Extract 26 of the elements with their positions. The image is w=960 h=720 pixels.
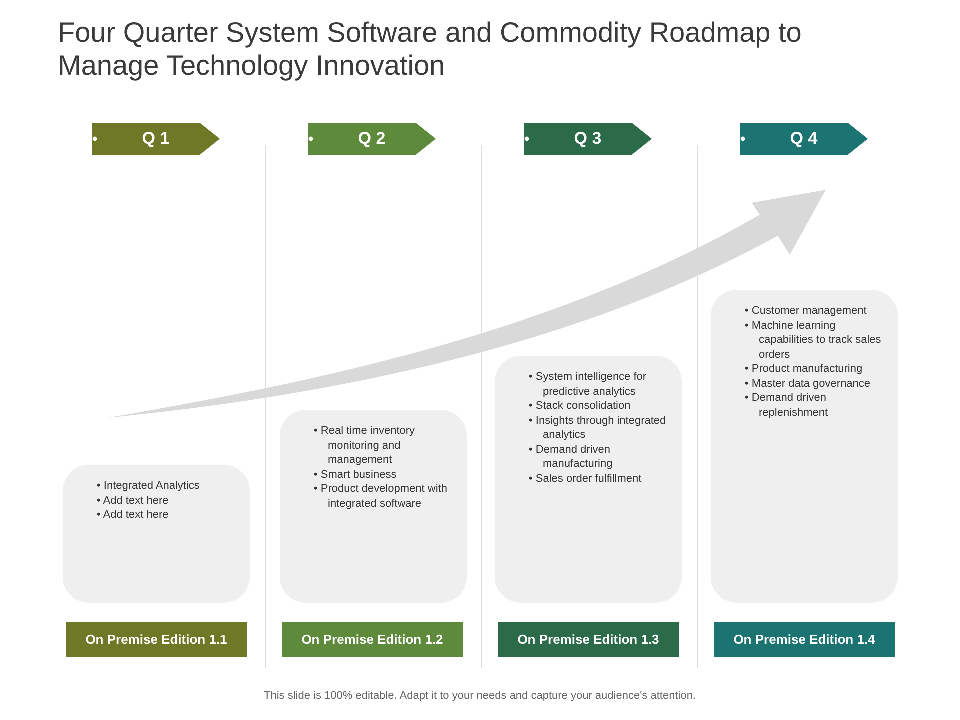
quarter-chevron: Q 2 (308, 123, 436, 155)
quarter-chevron: Q 1 (92, 123, 220, 155)
bullet-item: • Stack consolidation (529, 399, 632, 414)
edition-bar: On Premise Edition 1.2 (282, 622, 463, 657)
bullet-item: • Integrated Analytics (97, 479, 201, 494)
bullet-item: • Master data governance (745, 376, 872, 391)
bullet-item: • Machine learning capabilities to track sales orders (745, 318, 882, 362)
quarter-chevron: Q 3 (524, 123, 652, 155)
edition-bar: On Premise Edition 1.1 (66, 622, 247, 657)
edition-bar: On Premise Edition 1.4 (714, 622, 895, 657)
bullet-item: • Product development with integrated software (314, 482, 448, 511)
footer-note: This slide is 100% editable. Adapt it to your needs and capture your audience's attention. (263, 690, 697, 702)
bullet-item: • Customer management (745, 304, 868, 318)
quarter-chevron: Q 4 (740, 123, 868, 155)
bullet-item: • Demand driven replenishment (745, 391, 830, 420)
bullet-item: • Sales order fulfillment (529, 472, 643, 486)
bullet-item: • Add text here (97, 494, 170, 508)
bullet-item: • Smart business (314, 468, 398, 482)
bullet-item: • Real time inventory monitoring and management (314, 424, 416, 468)
bullet-item: • Demand driven manufacturing (529, 442, 614, 472)
bullet-item: • System intelligence for predictive analytics (529, 370, 648, 399)
slide-title: Four Quarter System Software and Commodity Roadmap to Manage Technology Innovation (58, 16, 803, 82)
edition-bar: On Premise Edition 1.3 (498, 622, 679, 657)
bullet-item: • Add text here (97, 508, 170, 522)
bullet-item: • Product manufacturing (745, 362, 864, 376)
bullet-item: • Insights through integrated analytics (529, 414, 668, 442)
